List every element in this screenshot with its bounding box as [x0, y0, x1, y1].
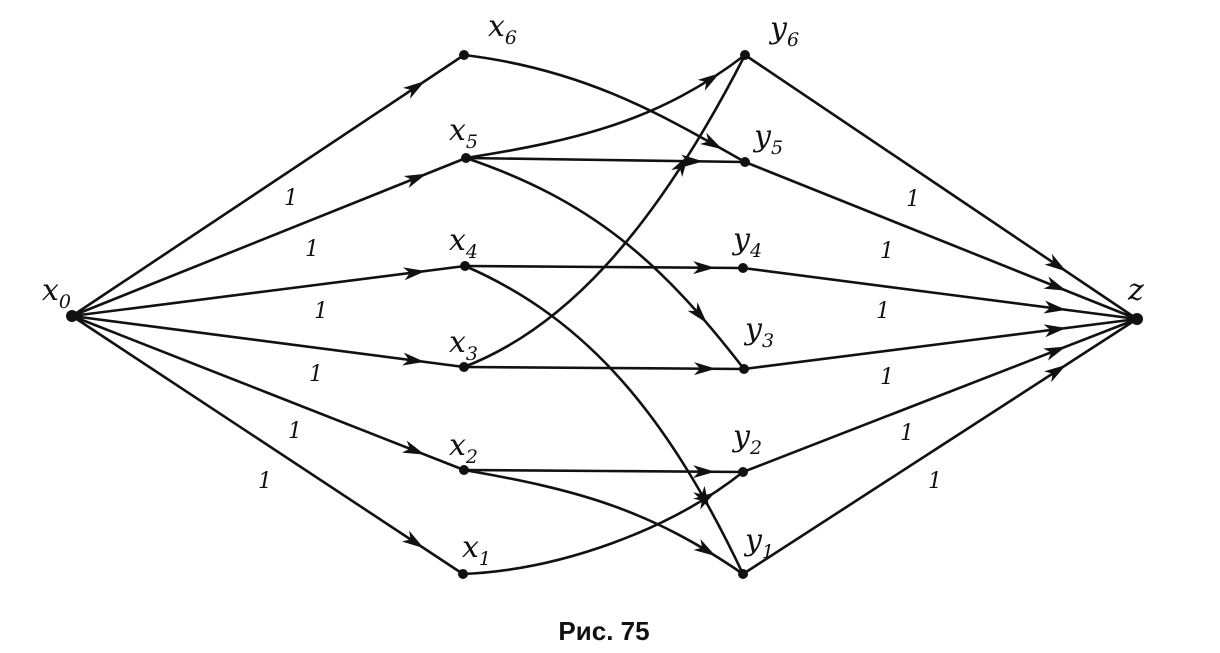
node-label-x1: x1 [462, 530, 491, 570]
arrowhead-x5-y3 [687, 302, 707, 324]
arrowhead-x4-y4 [693, 261, 716, 275]
edge-x0-x3 [71, 314, 465, 369]
node-label-y5: y5 [752, 119, 783, 159]
edge-label-y1-z: 1 [900, 421, 914, 446]
edges-layer [71, 53, 1138, 576]
arrowhead-y4-z [1043, 300, 1067, 314]
arrowhead-x1-y2 [693, 492, 716, 510]
node-x0 [66, 310, 78, 322]
edge-label-y1-z-b: 1 [928, 469, 942, 494]
arrowhead-x0-x3 [402, 352, 425, 366]
edge-y6-z [744, 53, 1138, 321]
nodes-layer [66, 50, 1143, 579]
node-y2 [738, 467, 748, 477]
arrowhead-x0-x6 [402, 81, 425, 99]
figure-caption: Рис. 75 [558, 616, 649, 646]
node-x4 [460, 261, 470, 271]
node-label-x4: x4 [449, 223, 478, 263]
node-z [1131, 313, 1143, 325]
edge-label-x0-x1: 1 [258, 469, 272, 494]
edge-x0-x5 [71, 156, 467, 318]
arrowhead-x2-y1 [693, 538, 716, 557]
edge-x0-x6 [71, 53, 465, 318]
edge-x2-y1 [463, 468, 744, 576]
edge-label-x0-x4: 1 [314, 299, 328, 324]
node-label-x5: x5 [449, 113, 478, 153]
edge-y2-z [742, 317, 1138, 474]
node-label-x6: x6 [488, 9, 517, 49]
arrowhead-x0-x4 [403, 267, 426, 281]
edge-label-y5-z: 1 [906, 187, 920, 212]
arrowhead-x5-y6 [697, 73, 720, 91]
edge-label-x0-x6: 1 [284, 186, 298, 211]
node-label-y1: y1 [743, 523, 774, 563]
edge-label-y3-z: 1 [876, 299, 890, 324]
node-y5 [740, 157, 750, 167]
arrowhead-y6-z [1044, 253, 1067, 272]
edge-x5-y5 [465, 156, 746, 164]
edge-x4-y1 [464, 264, 745, 575]
arrowhead-x2-y2 [693, 465, 716, 479]
edge-y4-z [742, 266, 1138, 321]
edge-x5-y6 [465, 53, 746, 160]
arrowhead-x0-x2 [401, 440, 425, 455]
edge-y1-z-b [742, 317, 1138, 576]
arrowhead-x3-y3 [693, 362, 716, 376]
edge-y5-z [744, 160, 1138, 321]
node-label-x3: x3 [449, 325, 478, 365]
arrowhead-y3-z [1043, 324, 1067, 338]
node-labels-layer: x0 x1 x2 x3 x4 x5 x6 y1 y2 y3 y4 y5 y6 z [42, 9, 1144, 570]
edge-label-x0-x3: 1 [309, 362, 323, 387]
node-label-y6: y6 [768, 11, 799, 51]
edge-label-y2-z: 1 [880, 365, 894, 390]
node-y1 [738, 569, 748, 579]
edge-label-x0-x2: 1 [288, 419, 302, 444]
node-x6 [459, 50, 469, 60]
node-y6 [740, 50, 750, 60]
node-label-z: z [1127, 273, 1144, 308]
node-label-x0: x0 [42, 273, 71, 313]
node-x1 [458, 569, 468, 579]
node-y3 [739, 364, 749, 374]
edge-label-y4-z: 1 [880, 239, 894, 264]
node-x5 [461, 153, 471, 163]
node-label-x2: x2 [449, 428, 478, 468]
edge-y3-z [743, 317, 1138, 371]
node-y4 [738, 263, 748, 273]
node-x3 [459, 362, 469, 372]
edge-x3-y6 [463, 54, 747, 369]
arrowhead-x0-x1 [401, 530, 424, 549]
arrowhead-x6-y5 [699, 132, 723, 150]
edge-x5-y3 [465, 156, 746, 370]
arrowhead-x3-y6 [671, 154, 689, 177]
node-x2 [459, 465, 469, 475]
edge-x1-y2 [462, 470, 744, 576]
arrowhead-y5-z [1043, 276, 1067, 291]
edge-label-x0-x5: 1 [305, 237, 319, 262]
edge-x6-y5 [463, 53, 746, 164]
arrowhead-y1-z-b [1044, 364, 1067, 383]
arrowhead-x0-x5 [403, 173, 427, 189]
node-label-y3: y3 [743, 312, 774, 352]
node-label-y2: y2 [731, 419, 762, 459]
edge-x0-x1 [71, 314, 464, 576]
arrowhead-y2-z [1043, 346, 1067, 361]
node-label-y4: y4 [731, 222, 762, 262]
edge-x0-x2 [71, 314, 465, 472]
